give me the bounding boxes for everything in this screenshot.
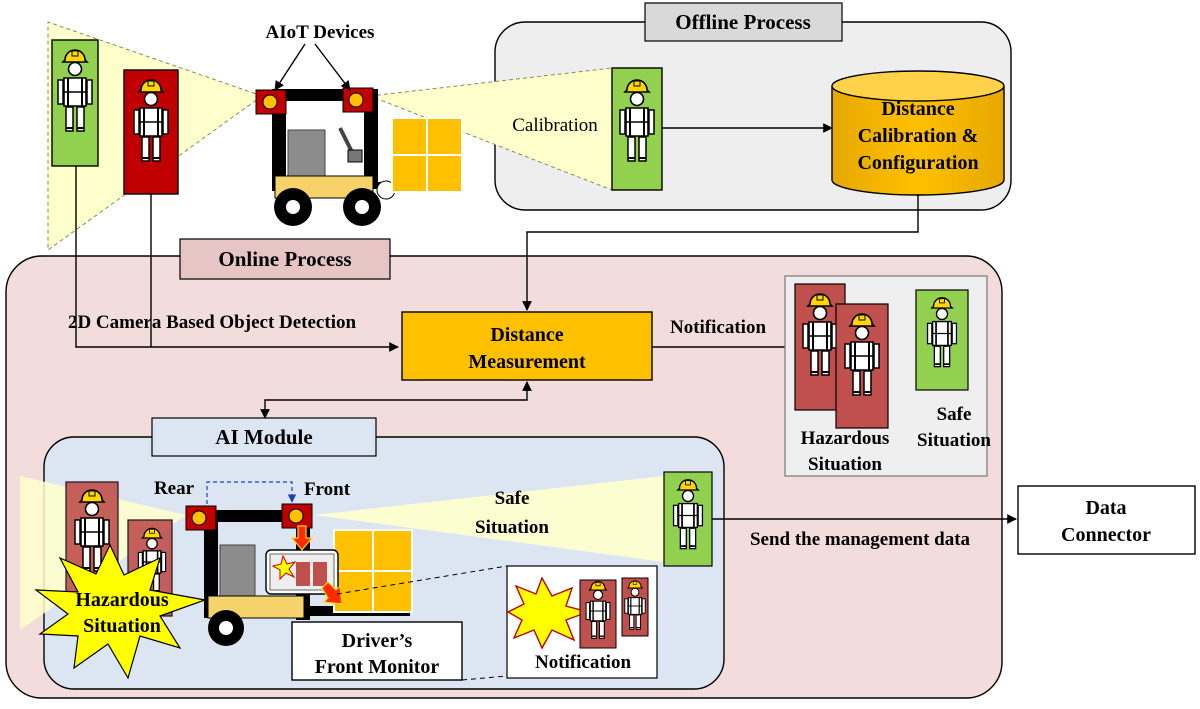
arrow-detection-green: [75, 166, 399, 352]
inset-leader-bottom: [461, 675, 508, 681]
online-process-title: Online Process: [218, 247, 351, 271]
distance-measurement-box: [401, 311, 653, 381]
ai-safe-line2: Situation: [475, 517, 549, 538]
inset-notification-label: Notification: [535, 652, 631, 673]
hazard-situation-line1: Hazardous: [801, 428, 890, 449]
send-data-label: Send the management data: [750, 529, 971, 550]
ai-hazard-line2: Situation: [83, 615, 161, 637]
rear-front-dashed-arrow: [206, 481, 297, 504]
distance-calibration-db: [831, 70, 1005, 196]
safe-situation-line1: Safe: [937, 404, 972, 425]
arrow-aiot-front: [314, 43, 351, 91]
driver-front-monitor-box: [291, 621, 463, 681]
db-label-line1: Distance: [881, 98, 954, 120]
arrow-aiot-rear: [274, 43, 306, 91]
monitor-label-line1: Driver’s: [342, 630, 413, 652]
forklift-top: [255, 87, 463, 226]
distance-measurement-line1: Distance: [490, 324, 563, 346]
notification-inset-burst: [506, 576, 591, 650]
rear-label: Rear: [154, 478, 195, 499]
offline-process-title: Offline Process: [675, 10, 811, 34]
arrow-distance-ai: [260, 381, 532, 419]
online-process-label-box: [179, 238, 391, 280]
hazard-starburst: [34, 543, 208, 680]
ai-front-beam: [314, 476, 664, 562]
calibration-label: Calibration: [512, 115, 598, 136]
ai-module-label-box: [151, 417, 377, 457]
hazard-situation-line2: Situation: [808, 454, 882, 475]
safe-situation-line2: Situation: [917, 430, 991, 451]
aiot-devices-label: AIoT Devices: [266, 22, 375, 43]
detection-label: 2D Camera Based Object Detection: [68, 312, 357, 333]
notification-label: Notification: [670, 317, 766, 338]
data-connector-box: [1017, 485, 1196, 555]
ai-safe-line1: Safe: [495, 488, 530, 509]
db-label-line2: Calibration &: [858, 125, 979, 147]
arrow-db-distance: [522, 194, 919, 311]
ai-hazard-line1: Hazardous: [75, 589, 169, 611]
data-connector-line2: Connector: [1061, 524, 1151, 546]
offline-process-label-box: [644, 2, 843, 42]
inset-leader-top: [336, 565, 508, 595]
front-label: Front: [304, 479, 351, 500]
forklift-ai: [185, 503, 413, 646]
db-label-line3: Configuration: [857, 152, 978, 174]
distance-measurement-line2: Measurement: [468, 351, 586, 373]
monitor-label-line2: Front Monitor: [315, 656, 440, 678]
ai-module-title: AI Module: [215, 425, 312, 449]
data-connector-line1: Data: [1085, 497, 1126, 519]
